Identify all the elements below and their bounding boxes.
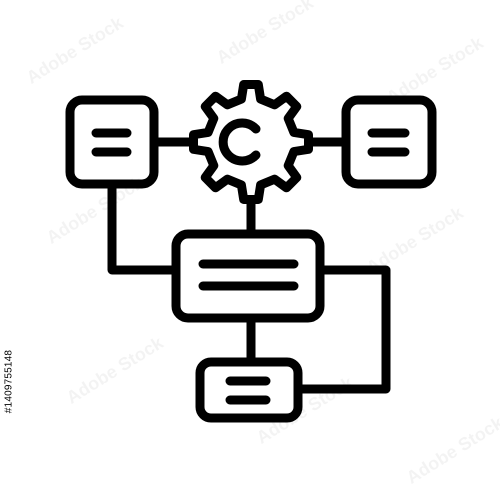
- left-process-box: [65, 95, 159, 189]
- center-box-text-lines: [198, 259, 299, 291]
- center-process-box: [171, 229, 325, 323]
- bottom-process-box: [195, 357, 303, 423]
- stock-id-label: #1409755148: [3, 349, 15, 414]
- right-box-text-lines: [367, 128, 410, 157]
- left-box-text-lines: [91, 128, 132, 157]
- connector-left-to-center: [107, 181, 181, 275]
- gear-icon: [189, 80, 313, 204]
- gear-center-arc: [218, 118, 261, 166]
- bottom-box-text-lines: [225, 376, 271, 405]
- right-process-box: [341, 95, 437, 189]
- connector-center-to-right-loop: [293, 265, 391, 394]
